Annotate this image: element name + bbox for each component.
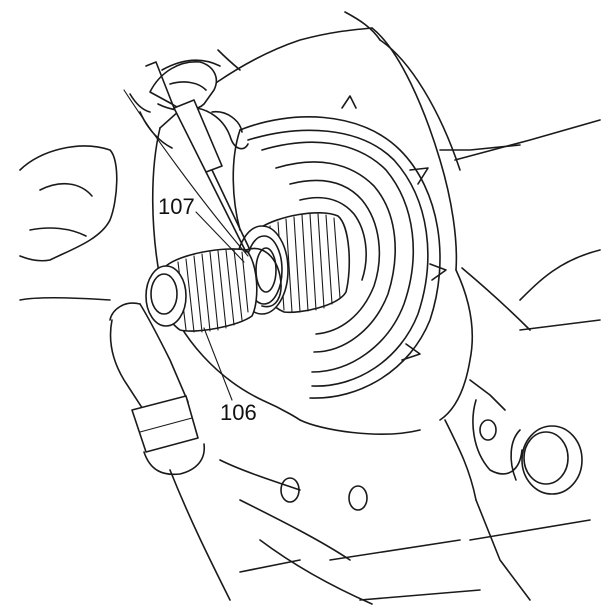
leader-lines <box>195 211 245 401</box>
callout-106: 106 <box>220 400 257 425</box>
leader-106 <box>203 327 233 401</box>
shift-lever <box>109 302 205 476</box>
bolt-holes <box>280 399 523 511</box>
left-bracket <box>19 145 118 301</box>
callout-107: 107 <box>158 194 195 219</box>
output-shaft <box>145 211 351 333</box>
case-plug <box>510 425 583 495</box>
leader-107 <box>195 211 245 263</box>
hand-with-pick <box>123 59 251 257</box>
bell-housing <box>232 95 447 399</box>
